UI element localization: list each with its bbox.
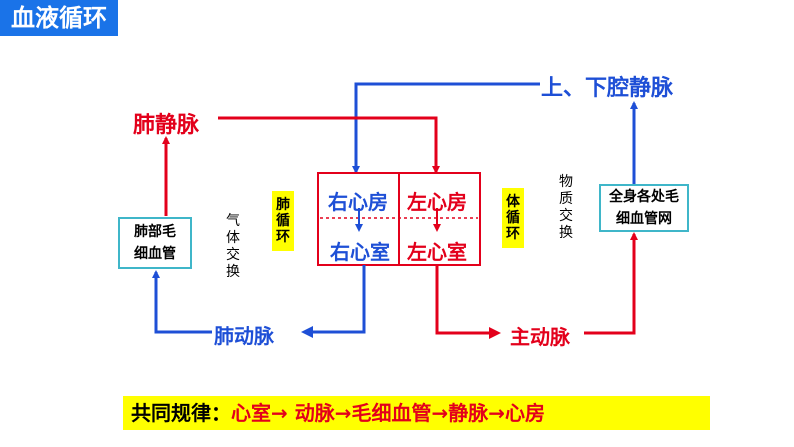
body-capillary-line2: 细血管网 [616,211,672,227]
left-ventricle-to-aorta-line [435,265,501,339]
vena-cava-label: 上、下腔静脉 [541,76,674,101]
vena-cava-to-right-atrium-arrow [352,82,540,174]
right-ventricle-to-pulmonary-artery-line [301,265,366,338]
left-ventricle-label: 左心室 [407,240,467,264]
lung-capillary-line1: 肺部毛 [134,224,176,240]
common-rule-prefix: 共同规律： [131,401,231,425]
common-rule-content: 心室→ 动脉→毛细血管→静脉→心房 [231,401,545,425]
aorta-to-body-capillary-arrow [584,232,638,335]
lung-capillary-line2: 细血管 [134,246,176,262]
pulmonary-vein-to-left-atrium-arrow [218,116,440,174]
lung-capillary-box: 肺部毛 细血管 [118,217,192,269]
systemic-circulation-tag: 体循环 [502,188,524,248]
title-bar: 血液循环 [0,0,118,36]
material-exchange-text: 物质交换 [559,174,573,241]
pulmonary-vein-label: 肺静脉 [133,113,200,138]
pulmonary-artery-label: 肺动脉 [214,324,274,348]
gas-exchange-text: 气体交换 [226,213,240,280]
page-title: 血液循环 [11,4,107,32]
common-rule-bar: 共同规律：心室→ 动脉→毛细血管→静脉→心房 [123,396,710,430]
body-capillary-box: 全身各处毛 细血管网 [599,184,689,232]
right-atrium-label: 右心房 [328,190,388,214]
body-capillary-line1: 全身各处毛 [609,189,679,205]
aorta-label: 主动脉 [510,325,570,349]
right-ventricle-label: 右心室 [330,240,390,264]
pulmonary-circulation-tag: 肺循环 [272,191,294,251]
left-atrium-label: 左心房 [407,190,467,214]
pulmonary-artery-to-lung-capillary-arrow [152,270,212,334]
